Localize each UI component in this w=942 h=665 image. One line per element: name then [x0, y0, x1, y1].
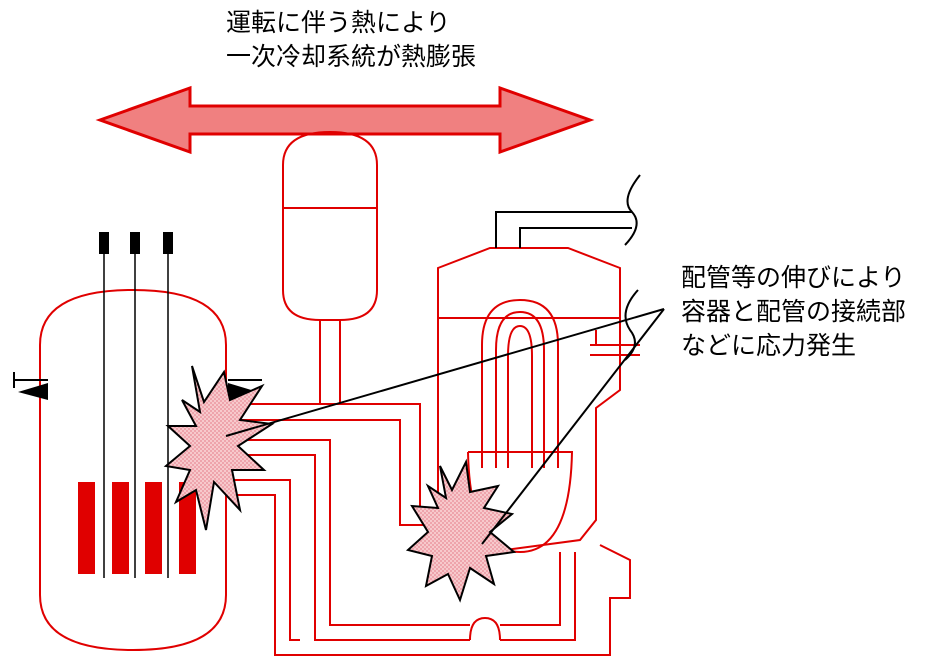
- vessel-flange: [13, 372, 262, 400]
- stress-note-line-3: などに応力発生: [681, 331, 857, 360]
- reactor-vessel: [13, 232, 262, 652]
- double-arrow-icon: [95, 85, 595, 155]
- thermal-expansion-note-line-1: 運転に伴う熱により: [226, 8, 451, 37]
- stress-note: 配管等の伸びにより 容器と配管の接続部 などに応力発生: [681, 261, 906, 363]
- thermal-expansion-arrow: [95, 85, 595, 155]
- stress-note-line-2: 容器と配管の接続部: [681, 297, 907, 326]
- callout-lines: [225, 308, 665, 545]
- stress-burst-vessel-nozzle: [163, 365, 275, 531]
- stress-burst-steam-generator-inlet: [405, 458, 517, 603]
- thermal-expansion-note-line-2: 一次冷却系統が熱膨張: [226, 42, 477, 71]
- stress-note-line-1: 配管等の伸びにより: [681, 263, 906, 292]
- control-rods: [99, 232, 173, 578]
- pressurizer: [282, 130, 378, 404]
- fuel-assemblies: [78, 482, 196, 574]
- thermal-expansion-note: 運転に伴う熱により 一次冷却系統が熱膨張: [226, 6, 476, 74]
